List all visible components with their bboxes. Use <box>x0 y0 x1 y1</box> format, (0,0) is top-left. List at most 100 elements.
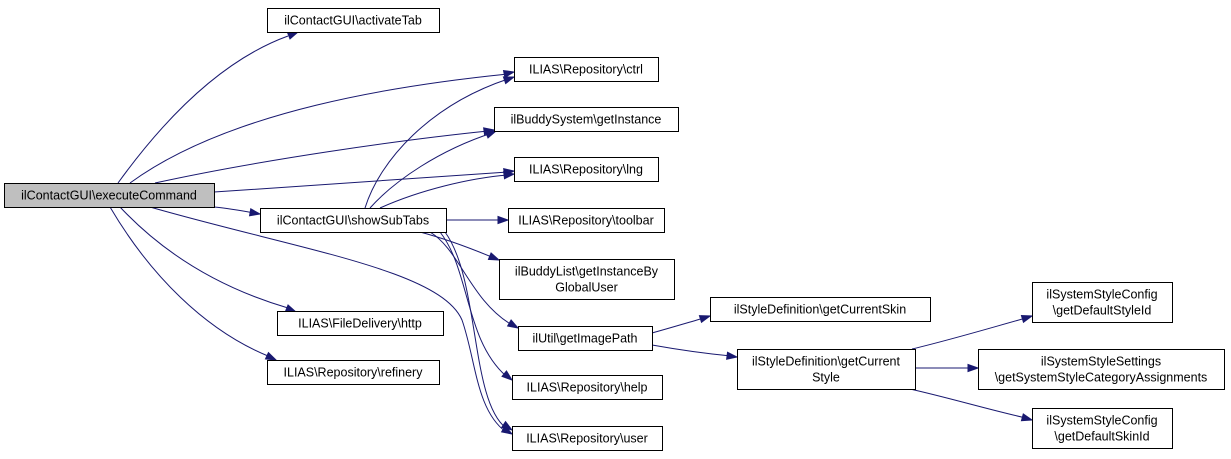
edge-line <box>129 73 509 184</box>
arrow-head-icon <box>698 315 712 324</box>
edge-line <box>369 132 493 209</box>
node-activateTab[interactable]: ilContactGUI\activateTab <box>267 8 440 33</box>
edge-executeCommand-to-showSubTabs <box>213 206 262 217</box>
edge-line <box>651 317 705 334</box>
node-toolbar[interactable]: ILIAS\Repository\toolbar <box>508 208 665 233</box>
edge-line <box>379 174 509 209</box>
edge-getCurrentStyle-to-getDefaultSkinId <box>909 388 1034 422</box>
edge-showSubTabs-to-lng <box>379 171 516 209</box>
node-box[interactable] <box>514 157 659 182</box>
node-label: ilContactGUI\executeCommand <box>21 189 197 203</box>
arrow-head-icon <box>484 130 498 139</box>
arrow-head-icon <box>501 370 514 381</box>
edge-showSubTabs-to-getInstance <box>369 130 498 209</box>
node-box[interactable] <box>4 183 215 208</box>
node-user[interactable]: ILIAS\Repository\user <box>512 426 663 451</box>
edge-showSubTabs-to-getInstanceByGlobalUser <box>419 231 501 261</box>
node-label: ilSystemStyleSettings <box>1041 355 1161 369</box>
edge-line <box>154 130 489 184</box>
edge-line <box>364 78 509 209</box>
edge-executeCommand-to-getInstance <box>154 127 496 184</box>
node-box[interactable] <box>978 349 1225 390</box>
edge-line <box>909 388 1027 419</box>
edge-line <box>439 231 507 377</box>
edge-line <box>911 317 1027 350</box>
edge-executeCommand-to-refinery <box>109 206 278 361</box>
node-label: \getSystemStyleCategoryAssignments <box>995 371 1208 385</box>
node-ctrl[interactable]: ILIAS\Repository\ctrl <box>514 57 659 82</box>
node-box[interactable] <box>267 360 440 385</box>
node-box[interactable] <box>512 426 663 451</box>
arrow-head-icon <box>500 420 514 431</box>
node-box[interactable] <box>494 107 679 132</box>
node-executeCommand[interactable]: ilContactGUI\executeCommand <box>4 183 215 208</box>
edge-line <box>429 231 513 326</box>
node-label: ilStyleDefinition\getCurrent <box>752 355 901 369</box>
node-label: ilSystemStyleConfig <box>1046 288 1157 302</box>
node-label: ilBuddyList\getInstanceBy <box>515 265 659 279</box>
node-label: Style <box>812 371 840 385</box>
node-label: ILIAS\Repository\user <box>526 432 648 446</box>
edge-line <box>149 206 507 433</box>
edge-line <box>119 206 289 309</box>
node-box[interactable] <box>514 57 659 82</box>
node-label: ilUtil\getImagePath <box>533 332 638 346</box>
node-box[interactable] <box>267 8 440 33</box>
node-label: GlobalUser <box>555 281 618 295</box>
node-getDefaultStyleId[interactable]: ilSystemStyleConfig \getDefaultStyleId <box>1032 282 1173 323</box>
node-http[interactable]: ILIAS\FileDelivery\http <box>277 311 444 336</box>
edges-layer <box>109 31 1034 435</box>
node-help[interactable]: ILIAS\Repository\help <box>512 375 663 400</box>
edge-line <box>213 171 509 193</box>
node-showSubTabs[interactable]: ilContactGUI\showSubTabs <box>260 208 447 233</box>
nodes-layer: ilContactGUI\executeCommand ilContactGUI\… <box>4 8 1225 451</box>
node-box[interactable] <box>1032 282 1173 323</box>
arrow-head-icon <box>487 252 501 261</box>
node-box[interactable] <box>1032 408 1173 449</box>
node-box[interactable] <box>508 208 665 233</box>
node-label: ILIAS\FileDelivery\http <box>298 317 422 331</box>
edge-showSubTabs-to-help <box>439 231 514 381</box>
node-getCurrentSkin[interactable]: ilStyleDefinition\getCurrentSkin <box>710 297 931 322</box>
node-box[interactable] <box>277 311 444 336</box>
node-box[interactable] <box>512 375 663 400</box>
node-getDefaultSkinId[interactable]: ilSystemStyleConfig\getDefaultSkinId <box>1032 408 1173 449</box>
node-lng[interactable]: ILIAS\Repository\lng <box>514 157 659 182</box>
node-label: \getDefaultStyleId <box>1053 304 1152 318</box>
node-box[interactable] <box>260 208 447 233</box>
edge-showSubTabs-to-getImagePath <box>429 231 520 329</box>
edge-line <box>109 206 269 357</box>
edge-getImagePath-to-getCurrentStyle <box>651 344 739 360</box>
node-getImagePath[interactable]: ilUtil\getImagePath <box>518 326 653 351</box>
node-box[interactable] <box>710 297 931 322</box>
node-label: ILIAS\Repository\refinery <box>284 366 424 380</box>
node-getSystemStyleCategoryAssignments[interactable]: ilSystemStyleSettings \getSystemStyleCate… <box>978 349 1225 390</box>
node-box[interactable] <box>737 349 916 390</box>
arrow-head-icon <box>1020 315 1034 324</box>
edge-line <box>444 231 507 429</box>
arrow-head-icon <box>502 69 516 79</box>
node-label: ilBuddySystem\getInstance <box>511 113 662 127</box>
node-label: ilStyleDefinition\getCurrentSkin <box>734 303 906 317</box>
edge-getImagePath-to-getCurrentSkin <box>651 315 712 334</box>
node-label: ILIAS\Repository\toolbar <box>518 214 654 228</box>
node-box[interactable] <box>499 259 675 300</box>
arrow-head-icon <box>1020 413 1034 422</box>
node-refinery[interactable]: ILIAS\Repository\refinery <box>267 360 440 385</box>
edge-showSubTabs-to-ctrl <box>364 76 516 209</box>
node-getInstance[interactable]: ilBuddySystem\getInstance <box>494 107 679 132</box>
node-label: \getDefaultSkinId <box>1054 430 1149 444</box>
node-label: ILIAS\Repository\ctrl <box>529 63 643 77</box>
edge-getCurrentStyle-to-getSystemStyleCategoryAssignments <box>915 363 980 373</box>
arrow-head-icon <box>248 208 262 217</box>
edge-executeCommand-to-ctrl <box>129 69 516 184</box>
arrow-head-icon <box>506 319 520 329</box>
node-label: ILIAS\Repository\lng <box>529 163 643 177</box>
arrow-head-icon <box>286 31 300 40</box>
node-box[interactable] <box>518 326 653 351</box>
edge-getCurrentStyle-to-getDefaultStyleId <box>911 315 1034 350</box>
node-label: ILIAS\Repository\help <box>527 381 648 395</box>
